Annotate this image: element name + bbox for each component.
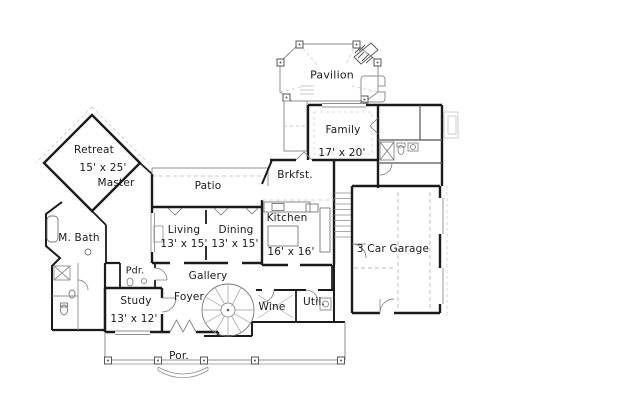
powder-fixtures: [126, 267, 168, 287]
living-furniture: [153, 225, 164, 243]
family-wing: [270, 103, 459, 188]
porch-column-dots: [107, 359, 342, 362]
grill-hatched: [353, 42, 379, 65]
garage-structure: [350, 184, 448, 315]
room-label-dining: Dining: [218, 223, 254, 236]
room-dim-kitchen: 16' x 16': [267, 245, 315, 258]
closet-lines: [52, 263, 89, 330]
bath-fixtures: [46, 215, 92, 316]
main-staircase: [334, 192, 352, 238]
room-label-master: Master: [97, 176, 135, 189]
entry-steps: [157, 366, 209, 379]
room-label-garage: 3 Car Garage: [356, 242, 430, 255]
room-label-wine: Wine: [258, 300, 286, 313]
wine-util-block: [204, 265, 345, 337]
room-label-powder: Pdr.: [125, 265, 145, 277]
fountain-feature: [360, 75, 386, 103]
side-steps: [443, 111, 459, 139]
room-label-gallery: Gallery: [188, 269, 228, 282]
kitchen-counters: [263, 201, 331, 253]
retreat-roof-overhang: [35, 106, 149, 164]
retreat-wing: [35, 106, 153, 263]
room-label-patio: Patio: [194, 179, 222, 192]
room-label-kitchen: Kitchen: [266, 211, 308, 224]
garage-bay-lines: [354, 192, 431, 308]
room-dim-living: 13' x 15': [160, 237, 208, 250]
room-label-living: Living: [167, 223, 201, 236]
room-label-pavilion: Pavilion: [310, 68, 354, 82]
room-label-retreat: Retreat: [74, 143, 114, 156]
garage-doors: [379, 198, 444, 314]
room-dim-dining: 13' x 15': [211, 237, 259, 250]
room-label-foyer: Foyer: [173, 290, 205, 303]
spiral-treads: [202, 284, 254, 336]
room-label-family: Family: [325, 123, 361, 136]
spiral-staircase: [201, 283, 255, 337]
room-label-utility: Util.: [303, 295, 325, 308]
hall-details: [262, 199, 334, 290]
room-dim-study: 13' x 12': [110, 312, 158, 325]
main-walls: [150, 159, 336, 267]
room-dim-family: 17' x 20': [318, 146, 366, 159]
powder-room: [119, 263, 168, 288]
wine-racks: [257, 294, 294, 319]
room-label-study: Study: [120, 294, 152, 307]
pavilion-roof-lines: [279, 43, 379, 93]
patio-door-chevrons: [167, 207, 259, 216]
pavilion-post-dots: [279, 43, 379, 101]
right-rooms-fixtures: [369, 117, 419, 176]
room-label-brkfst: Brkfst.: [277, 168, 313, 181]
front-door-chevrons: [161, 297, 197, 333]
laundry-fixtures: [261, 289, 332, 311]
porch-structure: [104, 322, 346, 379]
master-bath-suite: [45, 201, 120, 332]
room-label-master-bath: M. Bath: [58, 231, 100, 244]
room-label-porch: Por.: [169, 349, 189, 362]
right-rooms-partitions: [378, 105, 442, 164]
room-dim-retreat: 15' x 25': [79, 161, 127, 174]
